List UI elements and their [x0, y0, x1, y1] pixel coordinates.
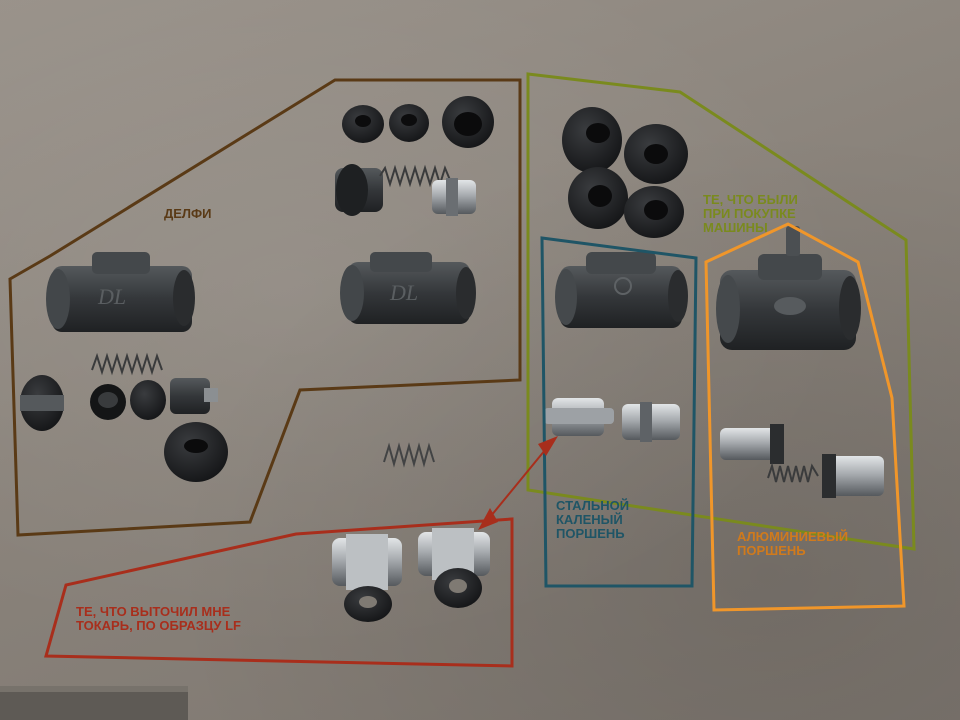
aluminum-outline [704, 222, 906, 612]
aluminum-piston [822, 456, 884, 496]
aluminum-piston [720, 428, 784, 460]
loose-spring [383, 442, 435, 468]
turned-label: ТЕ, ЧТО ВЫТОЧИЛ МНЕ ТОКАРЬ, ПО ОБРАЗЦУ L… [76, 604, 241, 633]
arrow-head [538, 436, 558, 456]
steel-outline [540, 236, 698, 588]
wheel-cylinder [348, 262, 470, 324]
original-outline [526, 72, 916, 551]
spring [91, 352, 163, 376]
aluminum-label: АЛЮМИНИЕВЫЙ ПОРШЕНЬ [737, 529, 849, 558]
bleeder-valve [786, 226, 800, 256]
original-label: ТЕ, ЧТО БЫЛИ ПРИ ПОКУПКЕ МАШИНЫ [703, 192, 798, 235]
spring [767, 462, 819, 483]
steel-parts [544, 252, 688, 442]
turned-outline [44, 517, 514, 668]
steel-label: СТАЛЬНОЙ КАЛЕНЫЙ ПОРШЕНЬ [556, 498, 630, 541]
delphi-outline [8, 78, 522, 537]
original-rubber-boots [562, 107, 688, 238]
comparison-arrow [485, 443, 551, 523]
piston-cap [130, 380, 166, 420]
delphi-label: ДЕЛФИ [164, 206, 212, 221]
arrow-head [478, 508, 498, 530]
dl-casting-mark: DL [97, 284, 126, 309]
wheel-cylinder [560, 266, 682, 328]
wheel-cylinder [52, 266, 192, 332]
piston [170, 378, 210, 414]
delphi-parts: DL DL [20, 96, 494, 482]
spring [379, 164, 451, 188]
dl-casting-mark: DL [389, 280, 418, 305]
aluminum-parts [716, 226, 884, 498]
turned-parts [332, 528, 490, 622]
